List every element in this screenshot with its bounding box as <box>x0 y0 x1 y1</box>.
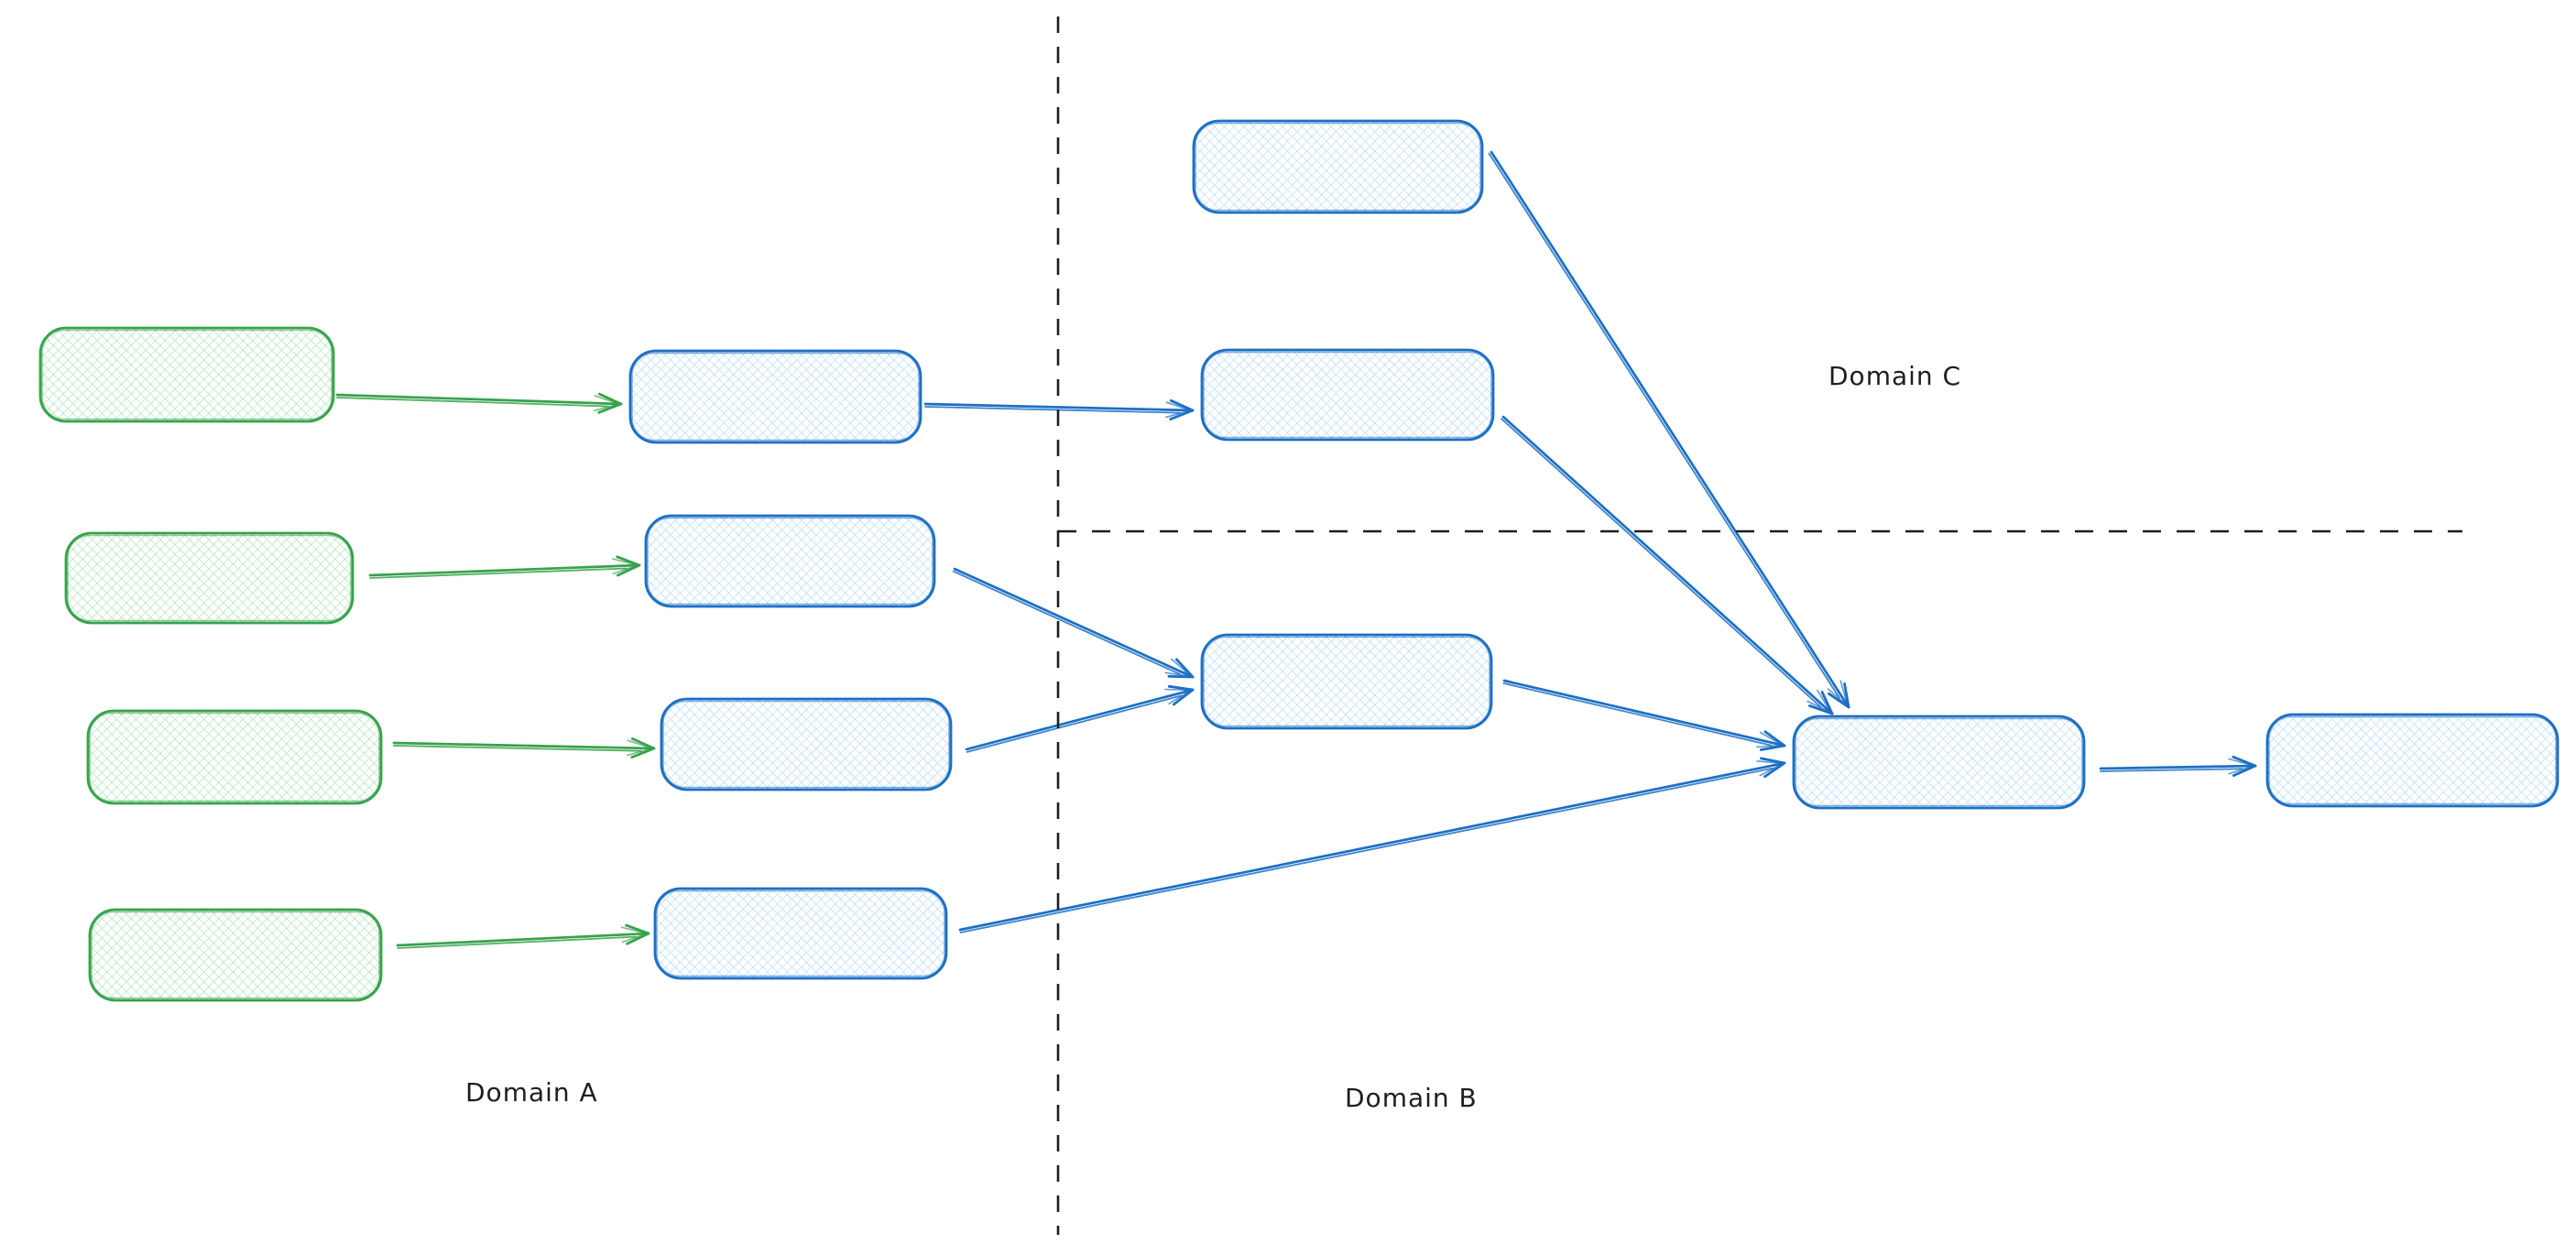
edge-g3-a3[interactable] <box>392 737 656 759</box>
node-domain-b-node-mid[interactable] <box>1200 348 1495 442</box>
label-domain-b[interactable]: Domain B <box>1345 1083 1478 1113</box>
node-green-source-3[interactable] <box>86 709 383 805</box>
edge-a2-blow[interactable] <box>952 567 1195 679</box>
node-domain-b-node-low[interactable] <box>1200 633 1493 730</box>
node-domain-c-node-1[interactable] <box>1792 715 2086 810</box>
edge-a4-c1[interactable] <box>958 757 1786 933</box>
node-green-source-4[interactable] <box>88 908 383 1002</box>
edge-g2-a2[interactable] <box>368 555 641 579</box>
edge-a1-bmid[interactable] <box>923 398 1195 420</box>
node-domain-a-node-2[interactable] <box>644 514 936 608</box>
edge-btop-c1[interactable] <box>1488 150 1850 709</box>
edge-bmid-c1[interactable] <box>1501 415 1834 715</box>
node-green-source-2[interactable] <box>64 531 355 625</box>
node-domain-c-node-2[interactable] <box>2265 713 2560 808</box>
edge-g1-a1[interactable] <box>335 392 623 414</box>
label-domain-a[interactable]: Domain A <box>465 1077 598 1108</box>
node-domain-a-node-1[interactable] <box>628 349 922 444</box>
edge-c1-c2[interactable] <box>2099 755 2257 777</box>
edge-g4-a4[interactable] <box>396 923 650 949</box>
label-domain-c[interactable]: Domain C <box>1828 361 1962 391</box>
edge-blow-c1[interactable] <box>1502 679 1786 751</box>
edge-a3-blow[interactable] <box>965 684 1195 753</box>
node-domain-b-node-top[interactable] <box>1192 119 1484 214</box>
node-domain-a-node-3[interactable] <box>660 697 953 791</box>
node-domain-a-node-4[interactable] <box>653 887 948 980</box>
node-green-source-1[interactable] <box>38 326 335 423</box>
